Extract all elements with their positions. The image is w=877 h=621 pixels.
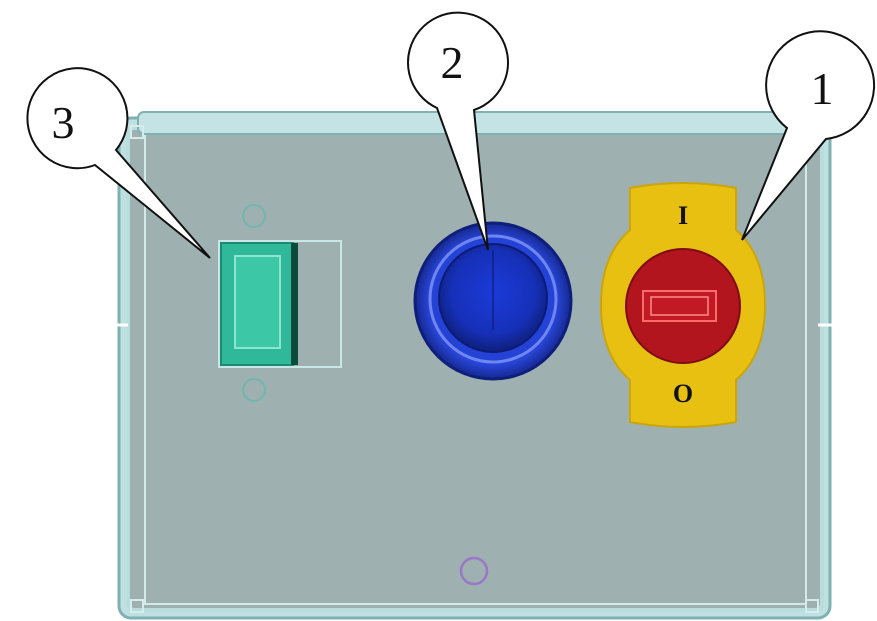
corner-mark-br — [805, 599, 819, 613]
switch-on-mark: I — [678, 201, 688, 230]
panel-top-rail — [137, 111, 819, 135]
main-switch: I O — [599, 182, 767, 428]
callout-1-label: 1 — [811, 63, 834, 114]
callout-2-bubble — [407, 11, 509, 251]
callout-3-bubble — [26, 67, 211, 259]
callout-2-label: 2 — [441, 37, 464, 88]
callout-3-label: 3 — [52, 97, 75, 148]
switch-handle-inner — [650, 296, 709, 316]
connector-socket — [218, 204, 342, 402]
connector-dark-strip — [291, 243, 298, 365]
connector-screw-top — [242, 204, 266, 228]
switch-handle — [642, 290, 717, 322]
callout-1: 1 — [741, 30, 876, 241]
corner-mark-tl — [130, 125, 144, 139]
callout-3: 3 — [26, 67, 211, 259]
callout-1-bubble — [741, 30, 876, 241]
corner-mark-bl — [130, 599, 144, 613]
callout-2: 2 — [407, 11, 509, 251]
bottom-screw — [459, 556, 489, 586]
connector-screw-bottom — [242, 378, 266, 402]
switch-off-mark: O — [673, 379, 693, 408]
connector-inner — [234, 255, 281, 349]
blue-push-button — [413, 221, 573, 381]
connector-outline — [218, 240, 342, 368]
